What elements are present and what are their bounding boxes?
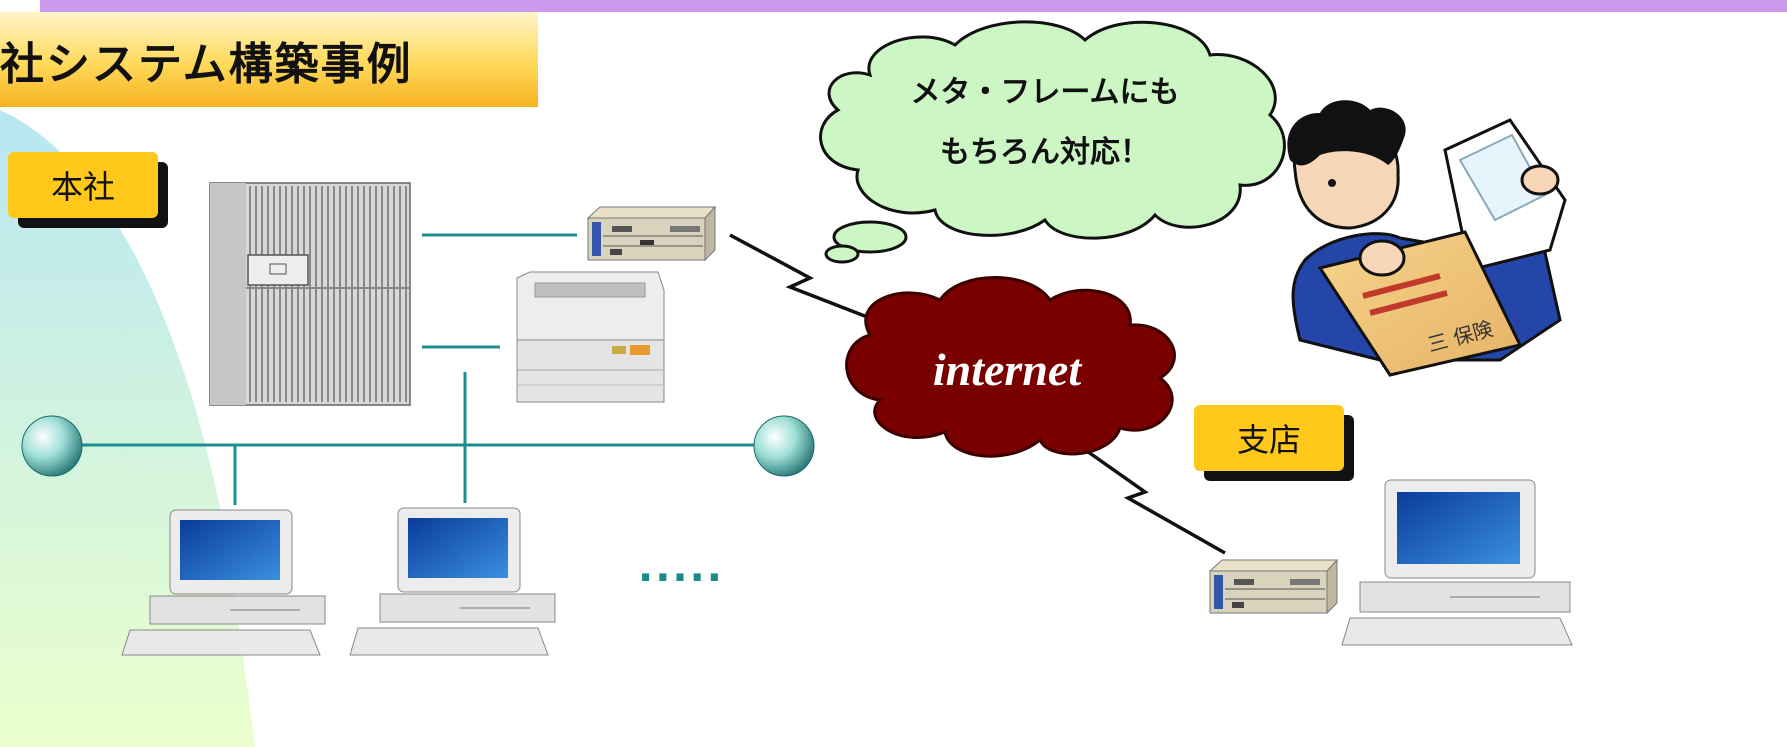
branch-desktop-pc-icon [1341,479,1573,646]
router-icon [586,205,717,262]
desktop-pc-icon [349,507,556,656]
speech-bubble-line1: メタ・フレームにも [910,75,1179,110]
branch-router-icon [1208,558,1339,615]
lightning-bolt-icon [729,233,876,322]
server-icon [209,182,411,406]
ellipsis: ..... [638,545,724,591]
internet-cloud-shape [845,276,1176,458]
speech-bubble-line2: もちろん対応！ [940,135,1150,170]
lightning-bolt-icon [1055,428,1226,555]
page-title: 社システム構築事例 [0,39,413,90]
network-node-left [21,415,83,477]
branch-label: 支店 [1194,405,1344,471]
title-box: 社システム構築事例 [0,12,538,107]
internet-label: internet [933,344,1082,395]
desktop-pc-icon [121,509,326,656]
network-node-right [753,415,815,477]
network-lines [60,233,785,505]
printer-icon [516,271,665,403]
businessman-icon: 三 保険 [1287,100,1567,377]
top-accent-bar [40,0,1787,12]
speech-bubble: メタ・フレームにも もちろん対応！ [819,20,1286,264]
head-office-label: 本社 [8,152,158,218]
